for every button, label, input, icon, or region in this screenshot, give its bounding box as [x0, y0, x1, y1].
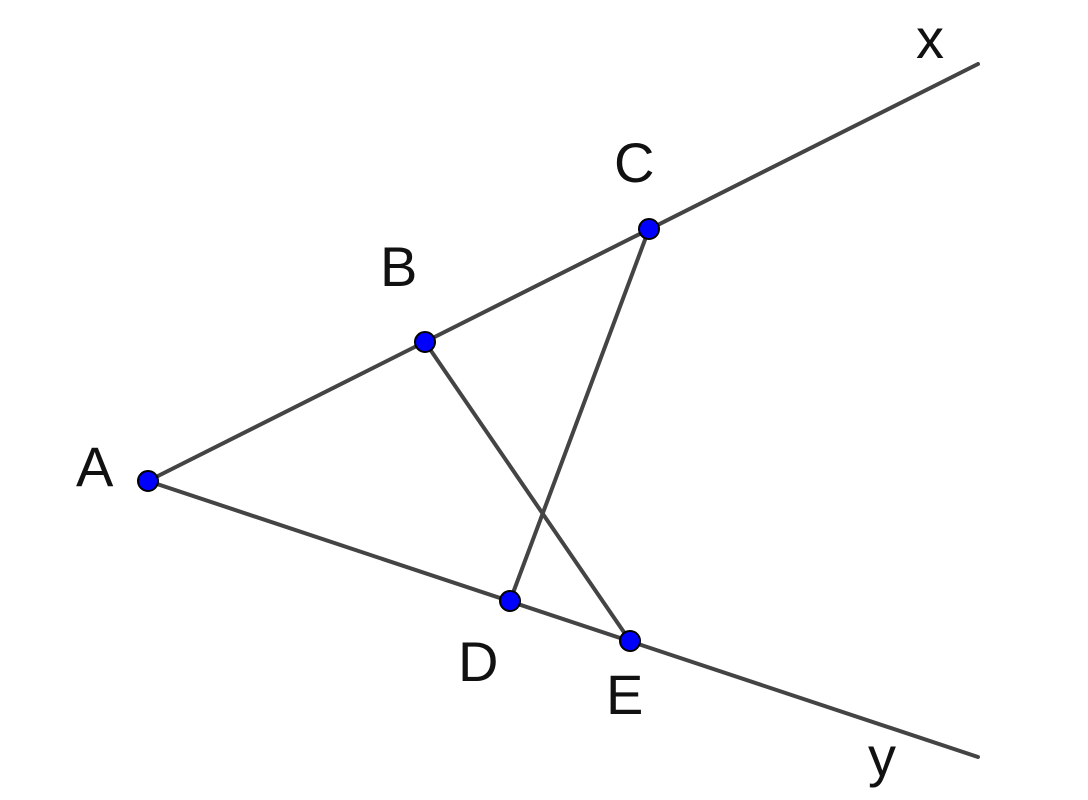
point-d: [499, 590, 521, 612]
segment-be: [423, 340, 632, 643]
label-point-d: D: [458, 630, 498, 693]
label-point-b: B: [380, 235, 417, 298]
label-point-e: E: [606, 663, 643, 726]
label-ray-x: x: [916, 7, 944, 70]
ray-ax: [146, 62, 980, 483]
segment-cd: [508, 227, 651, 603]
ray-ay: [146, 479, 980, 759]
label-point-c: C: [614, 131, 654, 194]
point-c: [638, 218, 660, 240]
point-e: [619, 630, 641, 652]
label-point-a: A: [76, 435, 114, 498]
point-b: [414, 331, 436, 353]
label-ray-y: y: [868, 725, 896, 788]
point-a: [137, 470, 159, 492]
